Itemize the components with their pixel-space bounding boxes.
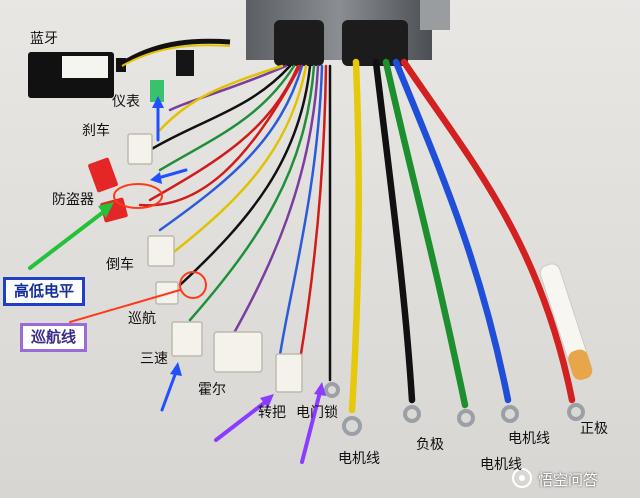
label-motor-wire-3: 电机线 [480,457,522,473]
label-motor-wire-2: 电机线 [508,431,550,447]
arrow-hall [160,370,178,412]
arrow-brake [156,168,188,180]
watermark-icon-spacer [512,468,534,490]
label-electric-lock: 电门锁 [296,405,338,421]
label-positive: 正极 [580,421,608,437]
wukong-logo-icon [512,468,532,488]
label-motor-wire-1: 电机线 [338,451,380,467]
label-reverse: 倒车 [106,257,134,273]
label-brake: 刹车 [82,123,110,139]
label-negative: 负极 [416,437,444,453]
arrow-throttle [214,398,270,442]
watermark: 悟空问答 [512,468,598,490]
arrow-lock [300,390,322,464]
label-anti-theft: 防盗器 [52,192,94,208]
label-high-low-level: 高低电平 [3,277,86,306]
arrow-high-low [28,208,108,270]
arrow-cruise-wire [69,289,181,323]
label-hall: 霍尔 [198,382,226,398]
label-cruise-wire: 巡航线 [20,323,88,352]
label-meter: 仪表 [112,94,140,110]
label-throttle: 转把 [258,405,286,421]
cigarette [539,263,593,381]
label-bluetooth: 蓝牙 [30,31,58,47]
watermark-text: 悟空问答 [538,470,599,489]
label-cruise: 巡航 [128,311,156,327]
bluetooth-module [28,52,126,98]
label-three-speed: 三速 [140,351,168,367]
